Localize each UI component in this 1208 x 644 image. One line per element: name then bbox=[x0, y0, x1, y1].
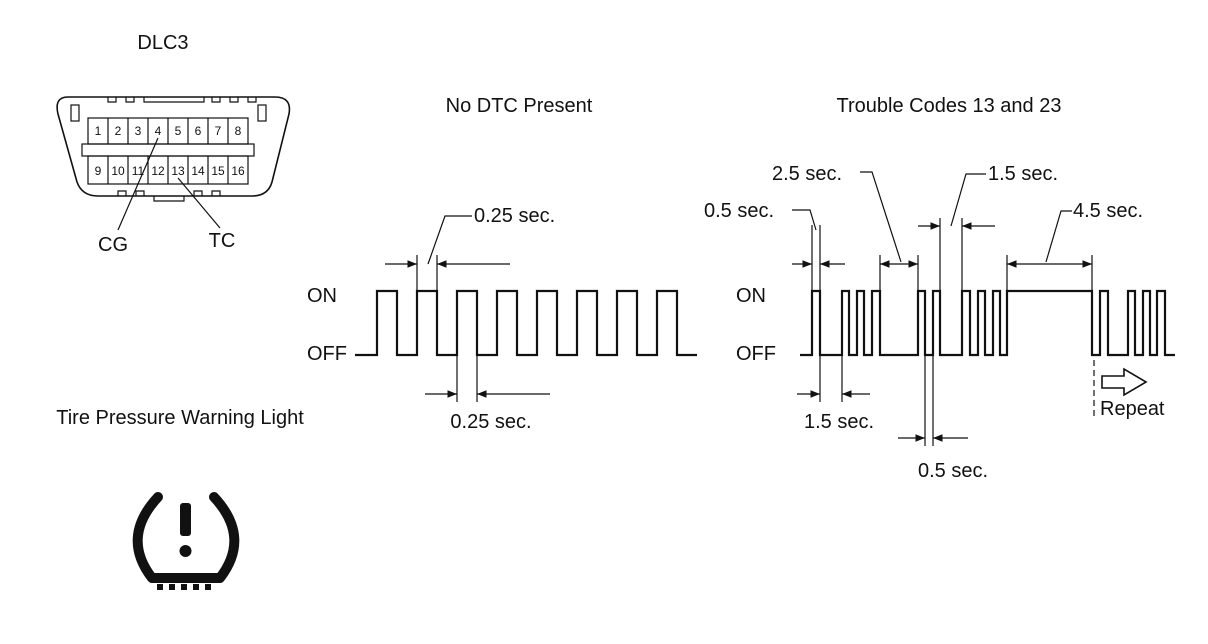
dlc3-connector bbox=[56, 96, 291, 202]
trouble-waveform bbox=[800, 289, 1175, 357]
pin-numbers-bottom: 9 10 11 12 13 14 15 16 bbox=[95, 164, 245, 178]
trouble-0-5-sec-bottom-dimension bbox=[898, 355, 968, 446]
pin-label: 7 bbox=[215, 124, 222, 138]
pin-label: 6 bbox=[195, 124, 202, 138]
repeat-label: Repeat bbox=[1100, 398, 1165, 420]
trouble-off-label: OFF bbox=[736, 343, 776, 365]
no-dtc-off-time-label: 0.25 sec. bbox=[450, 411, 531, 433]
tire-pressure-warning-icon bbox=[132, 492, 240, 590]
no-dtc-off-time-dimension bbox=[425, 355, 550, 402]
trouble-4-5-sec-label: 4.5 sec. bbox=[1073, 200, 1143, 222]
tc-label: TC bbox=[209, 230, 236, 252]
pin-label: 1 bbox=[95, 124, 102, 138]
no-dtc-on-label: ON bbox=[307, 285, 337, 307]
trouble-0-5-sec-top-dimension bbox=[792, 209, 845, 293]
trouble-title: Trouble Codes 13 and 23 bbox=[837, 95, 1062, 117]
warning-light-label: Tire Pressure Warning Light bbox=[56, 407, 304, 429]
pin-label: 11 bbox=[132, 164, 145, 178]
pin-label: 16 bbox=[231, 164, 245, 178]
trouble-1-5-sec-bottom-dimension bbox=[797, 355, 870, 402]
no-dtc-title: No DTC Present bbox=[446, 95, 593, 117]
trouble-1-5-sec-bottom-label: 1.5 sec. bbox=[804, 411, 874, 433]
tc-leader-line bbox=[177, 177, 221, 229]
repeat-marker bbox=[1093, 360, 1148, 420]
pin-label: 5 bbox=[175, 124, 182, 138]
pin-label: 10 bbox=[111, 164, 125, 178]
trouble-0-5-sec-top-label: 0.5 sec. bbox=[704, 200, 774, 222]
trouble-4-5-sec-dimension bbox=[1006, 210, 1093, 293]
no-dtc-on-time-label: 0.25 sec. bbox=[474, 205, 555, 227]
no-dtc-on-time-dimension bbox=[385, 215, 510, 293]
trouble-on-label: ON bbox=[736, 285, 766, 307]
cg-leader-line bbox=[117, 137, 159, 231]
pin-label: 3 bbox=[135, 124, 142, 138]
pin-label: 2 bbox=[115, 124, 122, 138]
trouble-2-5-sec-dimension bbox=[860, 171, 919, 293]
no-dtc-off-label: OFF bbox=[307, 343, 347, 365]
pin-label: 12 bbox=[151, 164, 165, 178]
pin-label: 14 bbox=[191, 164, 205, 178]
pin-label: 9 bbox=[95, 164, 102, 178]
cg-label: CG bbox=[98, 234, 128, 256]
no-dtc-waveform bbox=[355, 289, 697, 357]
repeat-arrow-icon bbox=[1101, 367, 1148, 397]
trouble-1-5-sec-top-label: 1.5 sec. bbox=[988, 163, 1058, 185]
pin-label: 4 bbox=[155, 124, 162, 138]
trouble-0-5-sec-bottom-label: 0.5 sec. bbox=[918, 460, 988, 482]
pin-label: 13 bbox=[171, 164, 185, 178]
pin-label: 15 bbox=[211, 164, 225, 178]
trouble-1-5-sec-top-dimension bbox=[918, 173, 995, 293]
pin-label: 8 bbox=[235, 124, 242, 138]
pin-numbers-top: 1 2 3 4 5 6 7 8 bbox=[95, 124, 242, 138]
trouble-2-5-sec-label: 2.5 sec. bbox=[772, 163, 842, 185]
dlc3-title: DLC3 bbox=[137, 32, 188, 54]
